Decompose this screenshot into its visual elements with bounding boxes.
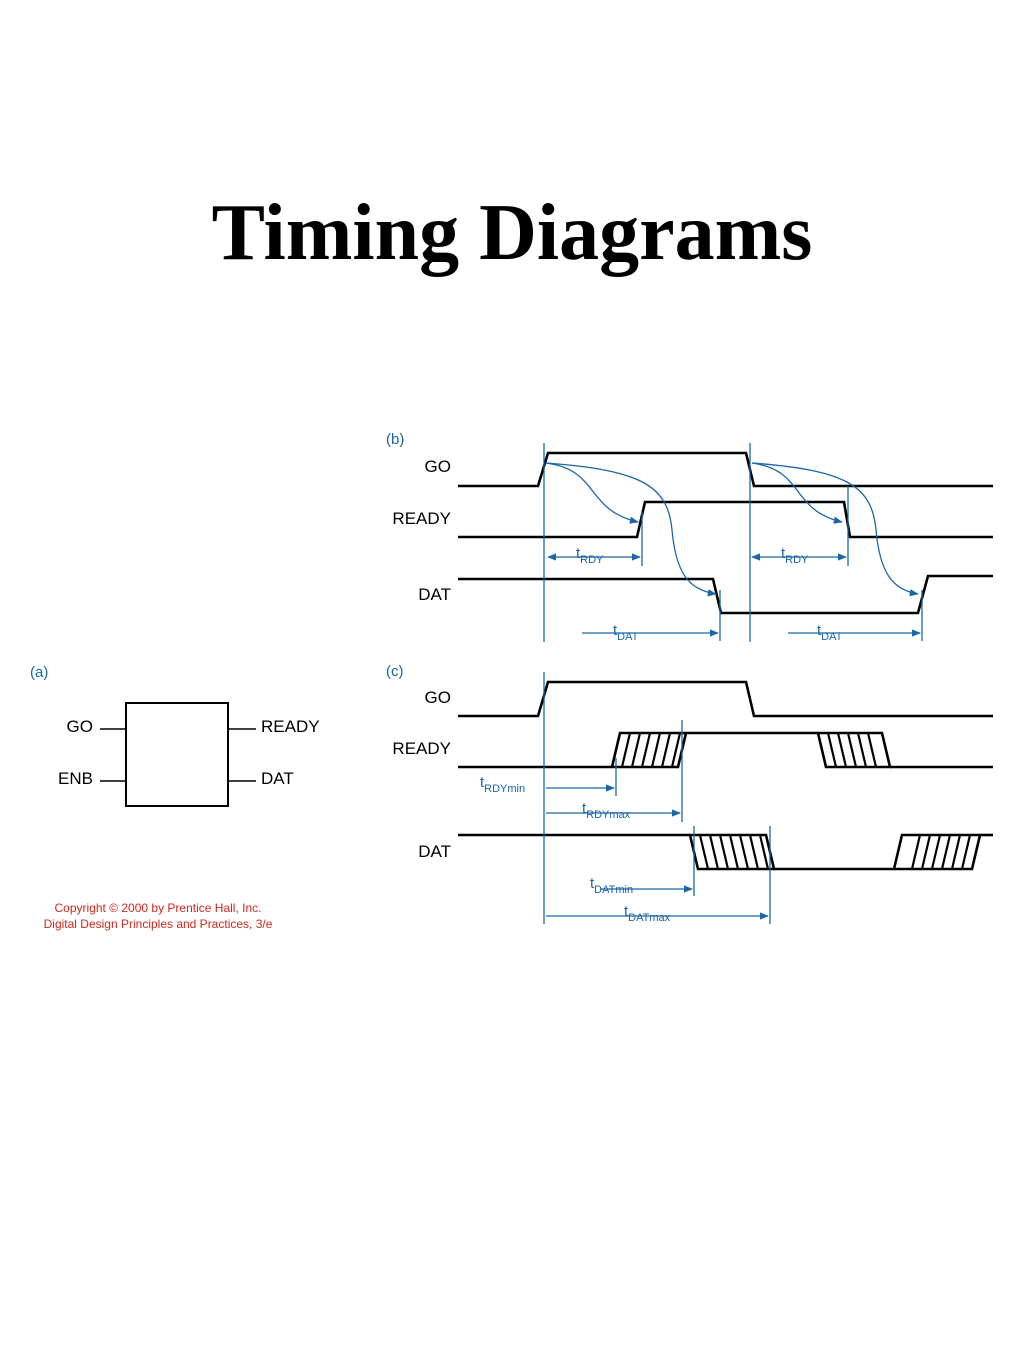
signal-label-ready-b: READY xyxy=(392,509,451,528)
waveform-go-b xyxy=(458,451,993,488)
input-go-label: GO xyxy=(67,717,93,736)
waveform-go-c xyxy=(458,680,993,718)
signal-label-ready-c: READY xyxy=(392,739,451,758)
annotation-trdymax: tRDYmax xyxy=(582,800,631,821)
annotation-tdatmin: tDATmin xyxy=(590,875,633,896)
panel-c: (c) GO READY DAT xyxy=(386,663,993,924)
signal-label-dat-b: DAT xyxy=(418,585,451,604)
panel-b-label: (b) xyxy=(386,431,404,448)
signal-label-dat-c: DAT xyxy=(418,842,451,861)
panel-a: (a) GO ENB READY DAT Copyright © 2000 by… xyxy=(30,664,320,931)
input-enb-label: ENB xyxy=(58,769,93,788)
waveform-dat-b xyxy=(458,574,993,615)
panel-c-label: (c) xyxy=(386,663,404,680)
annotation-tdat-1: tDAT xyxy=(613,622,639,643)
panel-a-label: (a) xyxy=(30,664,48,681)
annotation-trdy-1: tRDY xyxy=(576,545,604,566)
waveform-ready-c xyxy=(458,731,993,769)
waveform-dat-c xyxy=(458,833,993,871)
annotation-tdat-2: tDAT xyxy=(817,622,843,643)
signal-label-go-b: GO xyxy=(425,457,451,476)
copyright-line-2: Digital Design Principles and Practices,… xyxy=(44,917,273,931)
output-dat-label: DAT xyxy=(261,769,294,788)
logic-block xyxy=(125,702,229,807)
output-ready-label: READY xyxy=(261,717,320,736)
annotation-trdy-2: tRDY xyxy=(781,545,809,566)
annotation-trdymin: tRDYmin xyxy=(480,774,525,795)
panel-b: (b) GO READY DAT tRDY tRDY tDAT tDAT xyxy=(386,431,993,643)
annotation-tdatmax: tDATmax xyxy=(624,903,671,924)
waveform-ready-b xyxy=(458,500,993,539)
signal-label-go-c: GO xyxy=(425,688,451,707)
copyright-line-1: Copyright © 2000 by Prentice Hall, Inc. xyxy=(55,901,262,915)
slide-title: Timing Diagrams xyxy=(211,189,813,277)
